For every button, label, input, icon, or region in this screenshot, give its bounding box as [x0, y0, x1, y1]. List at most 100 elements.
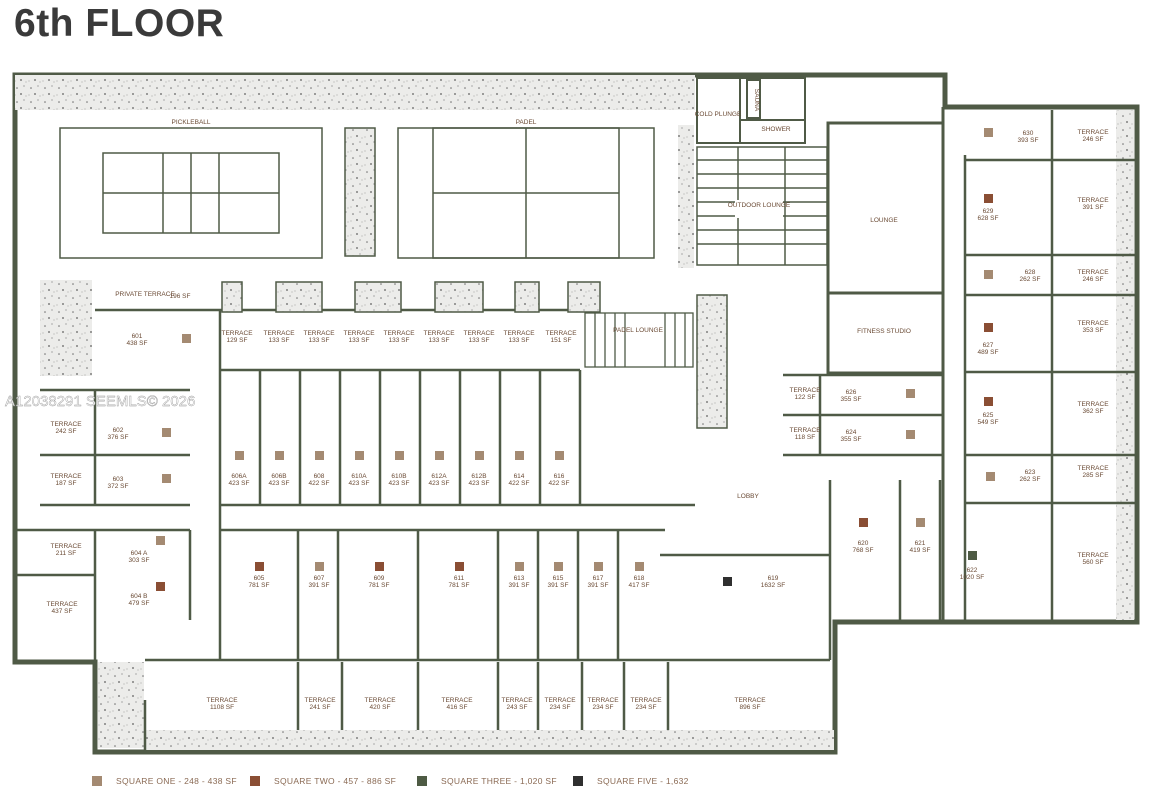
unit-area-label: 781 SF — [449, 582, 470, 589]
terrace-label: TERRACE — [1077, 320, 1109, 327]
terrace-label: TERRACE — [423, 330, 455, 337]
square-five-swatch — [573, 776, 583, 786]
terrace-label: TERRACE — [734, 697, 766, 704]
unit-number-label: 624 — [846, 429, 857, 436]
unit-marker — [554, 562, 563, 571]
unit-area-label: 768 SF — [853, 547, 874, 554]
terrace-label: TERRACE — [789, 427, 821, 434]
unit-number-label: 609 — [374, 575, 385, 582]
square-one-swatch — [92, 776, 102, 786]
terrace-area-label: 362 SF — [1083, 408, 1104, 415]
terrace-area-label: 151 SF — [551, 337, 572, 344]
unit-number-label: 629 — [983, 208, 994, 215]
terrace-label: TERRACE — [1077, 552, 1109, 559]
terrace-label: TERRACE — [263, 330, 295, 337]
unit-number-label: 621 — [915, 540, 926, 547]
shower-label: SHOWER — [761, 126, 791, 133]
sauna-label: SAUNA — [753, 89, 760, 112]
unit-marker — [984, 128, 993, 137]
unit-markers — [156, 128, 995, 591]
terrace-label: TERRACE — [544, 697, 576, 704]
fitness-studio-label: FITNESS STUDIO — [857, 328, 911, 335]
terrace-label: TERRACE — [1077, 197, 1109, 204]
terrace-label: TERRACE — [50, 543, 82, 550]
unit-area-label: 262 SF — [1020, 276, 1041, 283]
terrace-label: TERRACE — [1077, 401, 1109, 408]
unit-marker — [906, 430, 915, 439]
unit-area-label: 372 SF — [108, 483, 129, 490]
unit-marker — [435, 451, 444, 460]
unit-area-label: 781 SF — [249, 582, 270, 589]
unit-area-label: 423 SF — [389, 480, 410, 487]
terrace-area-label: 560 SF — [1083, 559, 1104, 566]
padel-label: PADEL — [516, 119, 537, 126]
terrace-area-label: 1108 SF — [210, 704, 234, 711]
unit-marker — [375, 562, 384, 571]
unit-number-label: 606B — [271, 473, 286, 480]
unit-number-label: 615 — [553, 575, 564, 582]
unit-number-label: 618 — [634, 575, 645, 582]
unit-number-label: 606A — [231, 473, 247, 480]
unit-area-label: 423 SF — [429, 480, 450, 487]
terrace-label: TERRACE — [1077, 129, 1109, 136]
terrace-area-label: 133 SF — [269, 337, 290, 344]
private-terrace-area: 196 SF — [170, 293, 191, 300]
terrace-label: TERRACE — [1077, 465, 1109, 472]
unit-number-label: 617 — [593, 575, 604, 582]
legend-square-three: SQUARE THREE - 1,020 SF — [417, 774, 557, 788]
unit-number-label: 630 — [1023, 130, 1034, 137]
unit-area-label: 423 SF — [269, 480, 290, 487]
unit-marker — [235, 451, 244, 460]
terrace-label: TERRACE — [383, 330, 415, 337]
unit-area-label: 423 SF — [469, 480, 490, 487]
unit-area-label: 262 SF — [1020, 476, 1041, 483]
terrace-label: TERRACE — [545, 330, 577, 337]
unit-number-label: 613 — [514, 575, 525, 582]
private-terrace-label: PRIVATE TERRACE — [115, 291, 175, 298]
spa-block — [696, 77, 806, 144]
terrace-label: TERRACE — [206, 697, 238, 704]
unit-marker — [315, 562, 324, 571]
unit-area-label: 355 SF — [841, 396, 862, 403]
terrace-area-label: 242 SF — [56, 428, 77, 435]
padel-lounge — [584, 312, 694, 368]
unit-number-label: 604 B — [131, 593, 148, 600]
unit-number-label: 623 — [1025, 469, 1036, 476]
unit-number-label: 611 — [454, 575, 465, 582]
terrace-label: TERRACE — [503, 330, 535, 337]
unit-marker — [906, 389, 915, 398]
unit-area-label: 391 SF — [588, 582, 609, 589]
lobby-label: LOBBY — [737, 493, 759, 500]
terrace-area-label: 187 SF — [56, 480, 77, 487]
unit-area-label: 438 SF — [127, 340, 148, 347]
outdoor-lounge-label: OUTDOOR LOUNGE — [728, 202, 791, 209]
unit-marker — [723, 577, 732, 586]
terrace-area-label: 416 SF — [447, 704, 468, 711]
terrace-area-label: 243 SF — [507, 704, 528, 711]
unit-area-label: 391 SF — [309, 582, 330, 589]
unit-marker — [515, 451, 524, 460]
outdoor-lounge — [696, 146, 828, 266]
pickleball-label: PICKLEBALL — [171, 119, 210, 126]
terrace-label: TERRACE — [441, 697, 473, 704]
unit-marker — [455, 562, 464, 571]
unit-marker — [395, 451, 404, 460]
unit-area-label: 391 SF — [509, 582, 530, 589]
unit-number-label: 608 — [314, 473, 325, 480]
unit-number-label: 607 — [314, 575, 325, 582]
unit-area-label: 422 SF — [549, 480, 570, 487]
unit-marker — [255, 562, 264, 571]
unit-marker — [984, 194, 993, 203]
unit-area-label: 628 SF — [978, 215, 999, 222]
terrace-area-label: 129 SF — [227, 337, 248, 344]
terrace-label: TERRACE — [463, 330, 495, 337]
unit-marker — [984, 270, 993, 279]
terrace-area-label: 133 SF — [469, 337, 490, 344]
terrace-label: TERRACE — [587, 697, 619, 704]
unit-area-label: 422 SF — [509, 480, 530, 487]
unit-marker — [162, 474, 171, 483]
unit-number-label: 614 — [514, 473, 525, 480]
unit-marker — [156, 536, 165, 545]
unit-area-label: 423 SF — [229, 480, 250, 487]
pickleball-court — [59, 127, 323, 259]
